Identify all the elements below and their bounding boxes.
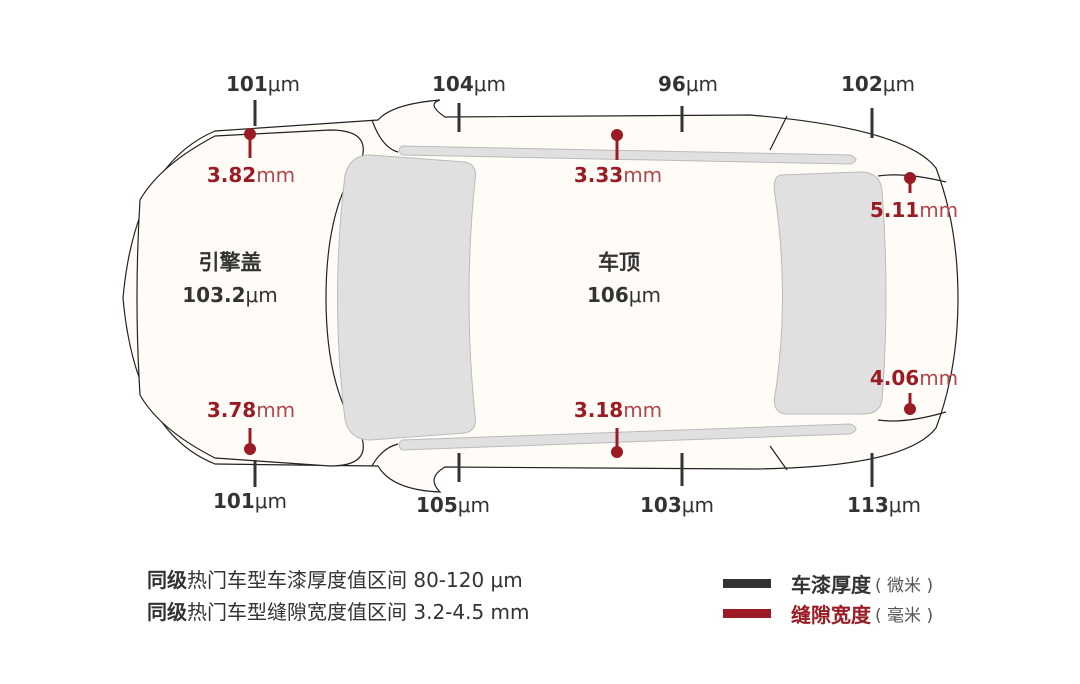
value: 3.82 [206,163,257,187]
note-bold: 同级 [147,600,187,624]
value: 3.78 [206,398,257,422]
unit: mm [623,163,663,187]
c-pillar-bottom [769,445,788,471]
thickness-label: 102μm [841,74,915,94]
value: 101 [213,489,255,513]
unit: mm [623,398,663,422]
note-text: 热门车型缝隙宽度值区间 3.2-4.5 mm [187,600,530,624]
unit: μm [245,283,278,307]
thickness-ticks [253,100,874,487]
gap-label: 3.82mm [207,165,295,185]
value: 5.11 [869,198,920,222]
unit: mm [919,198,959,222]
legend-swatch [723,609,771,618]
windshield [337,154,476,441]
thickness-label: 104μm [432,74,506,94]
unit: μm [267,72,300,96]
note-bold: 同级 [147,568,187,592]
unit: μm [685,72,719,96]
unit: μm [457,493,490,517]
value: 3.18 [573,398,624,422]
value: 113 [847,493,889,517]
legend-unit: ( 微米 ) [875,576,934,596]
unit: mm [256,163,296,187]
legend-item-gap: 缝隙宽度 ( 毫米 ) [723,599,933,628]
gap-label: 5.11mm [870,200,958,220]
thickness-label: 105μm [416,495,490,515]
thickness-label: 113μm [847,495,921,515]
thickness-range-note: 同级热门车型车漆厚度值区间 80-120 μm [147,564,523,593]
value: 96 [657,72,686,96]
value: 102 [841,72,883,96]
thickness-label: 101μm [226,74,300,94]
unit: mm [256,398,296,422]
value: 3.33 [573,163,624,187]
unit: μm [681,493,714,517]
unit: mm [919,366,959,390]
value: 103 [640,493,682,517]
unit: μm [882,72,915,96]
gap-label: 4.06mm [870,368,958,388]
value: 101 [226,72,268,96]
thickness-label: 101μm [213,491,287,511]
unit: μm [628,283,661,307]
note-text: 热门车型车漆厚度值区间 80-120 μm [187,568,523,592]
legend-label: 缝隙宽度 [791,603,871,627]
unit: μm [473,72,506,96]
side-window-bottom [398,423,857,451]
value: 106 [587,283,629,307]
rear-window [773,171,887,415]
roof-thickness: 106μm [587,285,661,305]
side-window-top [398,145,857,165]
gap-label: 3.33mm [574,165,662,185]
a-pillar-top [371,119,399,153]
unit: μm [888,493,921,517]
a-pillar-bottom [371,443,399,467]
unit: μm [254,489,287,513]
gap-label: 3.78mm [207,400,295,420]
legend-label: 车漆厚度 [791,573,871,597]
roof-title: 车顶 [598,250,640,275]
gap-range-note: 同级热门车型缝隙宽度值区间 3.2-4.5 mm [147,596,530,625]
gap-label: 3.18mm [574,400,662,420]
hood-thickness: 103.2μm [182,285,277,305]
value: 105 [416,493,458,517]
thickness-label: 103μm [640,495,714,515]
gap-markers [244,128,916,458]
legend-swatch [723,579,771,588]
legend-unit: ( 毫米 ) [875,606,934,626]
value: 104 [432,72,474,96]
c-pillar-top [769,115,788,151]
value: 4.06 [869,366,920,390]
legend-item-thickness: 车漆厚度 ( 微米 ) [723,569,933,598]
thickness-label: 96μm [658,74,718,94]
hood-title: 引擎盖 [198,250,262,275]
value: 103.2 [182,283,246,307]
